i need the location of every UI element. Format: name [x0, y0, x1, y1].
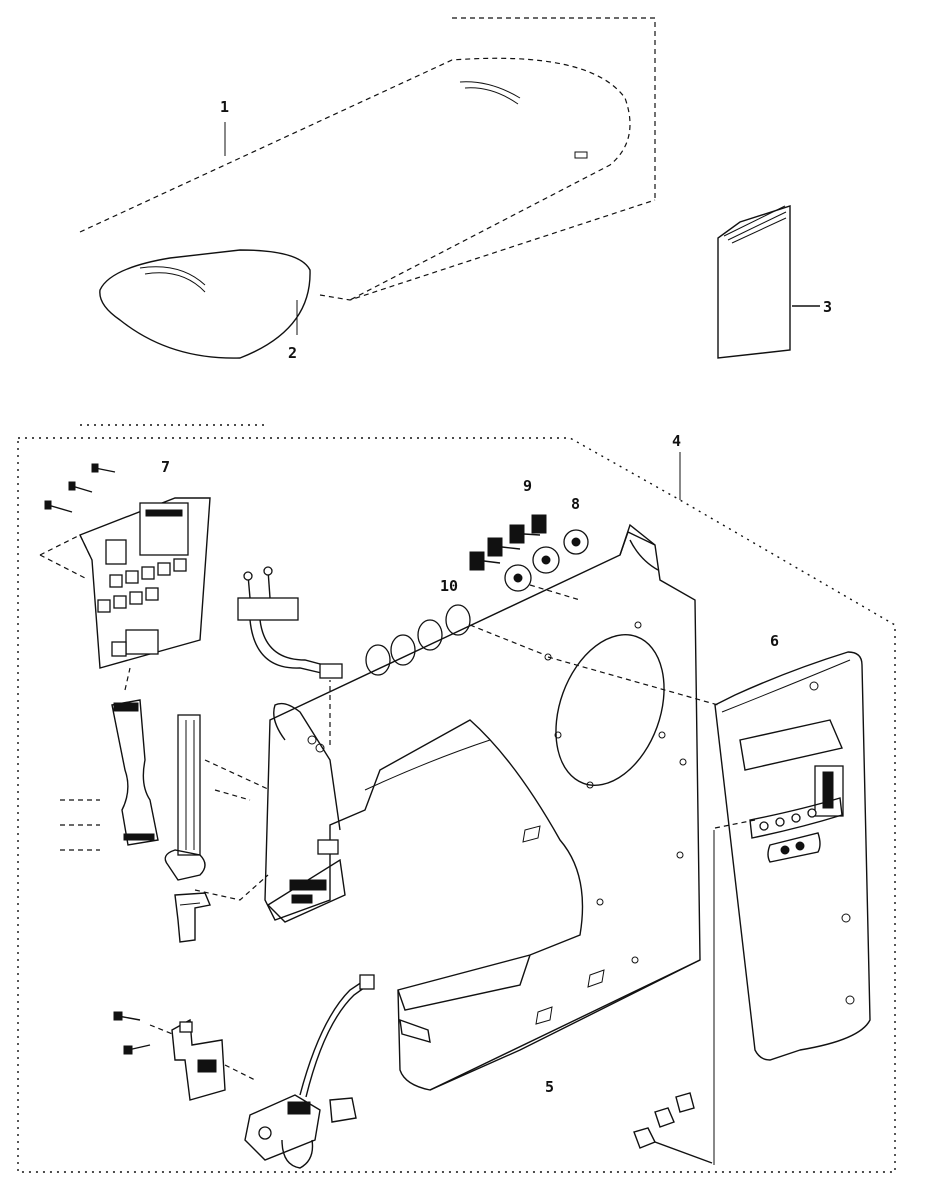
callout-1: 1: [220, 98, 229, 116]
part-10-caps: [365, 604, 546, 676]
bracket-screws: [243, 566, 273, 599]
callout-5: 5: [545, 1078, 554, 1096]
part-2-accessory-cover: [99, 249, 311, 359]
callout-7: 7: [161, 458, 170, 476]
callout-3: 3: [823, 298, 832, 316]
lamp-holder-parts: [164, 849, 211, 943]
callout-2: 2: [288, 344, 297, 362]
callout-6: 6: [770, 632, 779, 650]
callout-4: 4: [672, 432, 681, 450]
housing-holes: [307, 621, 687, 964]
callout-8: 8: [571, 495, 580, 513]
board-screws: [44, 463, 116, 513]
part-6-front-panel: [547, 651, 871, 1165]
board-buttons: [97, 558, 187, 613]
ribbon-cable: [60, 667, 159, 851]
part-7-circuit-board: [39, 463, 211, 669]
rubber-feet: [633, 1092, 713, 1164]
part-9-screws: [469, 514, 547, 571]
assembly-4-boundary: [17, 424, 896, 1173]
part-5-front-housing: [194, 523, 701, 1091]
callout-10: 10: [440, 577, 458, 595]
connector-strip: [177, 714, 271, 856]
housing-clips: [522, 825, 605, 1025]
switch-assembly: [113, 1011, 256, 1101]
callout-9: 9: [523, 477, 532, 495]
housing-latch: [289, 839, 339, 904]
wire-harness-bracket: [237, 566, 343, 679]
part-1-top-cover: [79, 17, 656, 301]
part-8-knobs: [504, 529, 589, 601]
part-3-instruction-manual: [717, 205, 820, 359]
power-socket-assembly: [244, 974, 375, 1169]
panel-buttons: [759, 808, 817, 831]
callout-labels: 1 2 3 4 5 6 7 8 9 10: [161, 98, 832, 1096]
